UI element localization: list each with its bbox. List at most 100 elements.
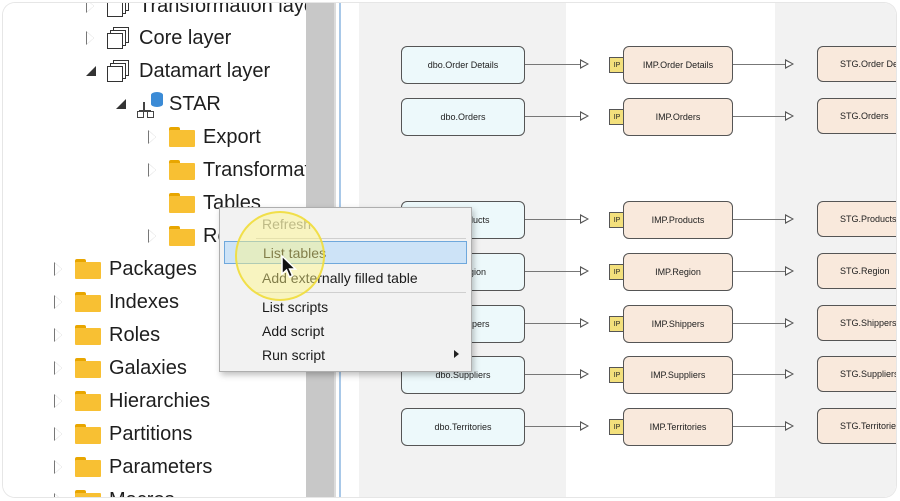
import-table-node[interactable]: IMP.Order Details	[623, 46, 733, 84]
menu-item-label: Refresh	[262, 215, 312, 232]
arrow-head-icon	[785, 421, 794, 431]
lineage-edge	[525, 323, 581, 324]
badge-label: IP	[613, 320, 621, 328]
tree-item-transformations[interactable]: Transformations	[145, 154, 306, 186]
lineage-edge	[733, 374, 785, 375]
arrow-head-icon	[785, 266, 794, 276]
collapsed-arrow-icon[interactable]	[145, 162, 161, 178]
tree-item-partitions[interactable]: Partitions	[51, 418, 192, 450]
source-table-node[interactable]: dbo.Order Details	[401, 46, 525, 84]
tree-item-packages[interactable]: Packages	[51, 253, 197, 285]
tree-item-galaxies[interactable]: Galaxies	[51, 352, 187, 384]
tree-item-label: Hierarchies	[109, 389, 211, 412]
menu-item-list-scripts[interactable]: List scripts	[224, 295, 467, 318]
menu-item-list-tables[interactable]: List tables	[224, 241, 467, 264]
staging-table-node[interactable]: STG.Territories	[817, 408, 896, 444]
source-table-node[interactable]: dbo.Orders	[401, 98, 525, 136]
collapsed-arrow-icon[interactable]	[51, 393, 67, 409]
menu-separator	[256, 238, 466, 239]
arrow-head-icon	[580, 369, 589, 379]
lineage-edge	[525, 271, 581, 272]
menu-item-add-script[interactable]: Add script	[224, 319, 467, 342]
import-table-node[interactable]: IMP.Products	[623, 201, 733, 239]
staging-table-node[interactable]: STG.Products	[817, 201, 896, 237]
tree-item-macros[interactable]: Macros	[51, 484, 175, 497]
node-label: dbo.Order Details	[427, 60, 499, 70]
lineage-edge	[525, 374, 581, 375]
import-table-node[interactable]: IMP.Suppliers	[623, 356, 733, 394]
folder-icon	[75, 490, 101, 497]
tree-item-label: Datamart layer	[139, 59, 271, 82]
source-table-node[interactable]: dbo.Territories	[401, 408, 525, 446]
context-menu: Refresh List tables Add externally fille…	[219, 207, 472, 372]
collapsed-arrow-icon[interactable]	[51, 327, 67, 343]
staging-table-node[interactable]: STG.Region	[817, 253, 896, 289]
expanded-arrow-icon[interactable]	[83, 63, 99, 79]
collapsed-arrow-icon[interactable]	[83, 3, 99, 14]
folder-icon	[169, 193, 195, 213]
arrow-head-icon	[580, 111, 589, 121]
import-table-node[interactable]: IMP.Orders	[623, 98, 733, 136]
folder-icon	[75, 325, 101, 345]
staging-table-node[interactable]: STG.Order Details	[817, 46, 896, 82]
collapsed-arrow-icon[interactable]	[145, 129, 161, 145]
import-table-node[interactable]: IMP.Territories	[623, 408, 733, 446]
tree-item-label: Partitions	[109, 422, 193, 445]
import-table-node[interactable]: IMP.Region	[623, 253, 733, 291]
tree-item-datamart-layer[interactable]: Datamart layer	[83, 55, 270, 87]
badge-label: IP	[613, 113, 621, 121]
import-table-node[interactable]: IMP.Shippers	[623, 305, 733, 343]
menu-item-label: List tables	[263, 244, 327, 261]
badge-label: IP	[613, 423, 621, 431]
arrow-head-icon	[785, 59, 794, 69]
staging-table-node[interactable]: STG.Shippers	[817, 305, 896, 341]
menu-separator	[256, 292, 466, 293]
tree-item-label: Parameters	[109, 455, 213, 478]
node-label: IMP.Region	[655, 267, 701, 277]
lineage-edge	[525, 219, 581, 220]
collapsed-arrow-icon[interactable]	[51, 492, 67, 497]
node-label: dbo.Orders	[440, 112, 486, 122]
staging-table-node[interactable]: STG.Suppliers	[817, 356, 896, 392]
tree-item-label: Indexes	[109, 290, 180, 313]
tree-item-parameters[interactable]: Parameters	[51, 451, 212, 483]
node-label: STG.Territories	[840, 421, 896, 431]
tree-item-transformation-layer[interactable]: Transformation layer	[83, 3, 306, 22]
collapsed-arrow-icon[interactable]	[83, 30, 99, 46]
tree-item-indexes[interactable]: Indexes	[51, 286, 179, 318]
tree-item-label: Core layer	[139, 26, 232, 49]
folder-icon	[75, 259, 101, 279]
collapsed-arrow-icon[interactable]	[51, 426, 67, 442]
folder-icon	[75, 424, 101, 444]
node-label: IMP.Suppliers	[650, 370, 706, 380]
tree-item-label: Transformations	[203, 158, 306, 181]
badge-label: IP	[613, 371, 621, 379]
tree-item-hierarchies[interactable]: Hierarchies	[51, 385, 210, 417]
folder-icon	[75, 457, 101, 477]
collapsed-arrow-icon[interactable]	[51, 459, 67, 475]
collapsed-arrow-icon[interactable]	[145, 228, 161, 244]
tree-item-core-layer[interactable]: Core layer	[83, 22, 231, 54]
folder-icon	[169, 127, 195, 147]
tree-item-label: Export	[203, 125, 261, 148]
node-label: STG.Suppliers	[840, 369, 896, 379]
menu-item-add-externally-filled-table[interactable]: Add externally filled table	[224, 266, 467, 289]
tree-item-export[interactable]: Export	[145, 121, 261, 153]
menu-item-run-script[interactable]: Run script	[224, 343, 467, 366]
node-label: IMP.Products	[651, 215, 705, 225]
tree-item-roles[interactable]: Roles	[51, 319, 160, 351]
lineage-edge	[733, 323, 785, 324]
menu-item-label: List scripts	[262, 298, 329, 315]
folder-icon	[75, 358, 101, 378]
mouse-pointer-icon	[281, 255, 298, 279]
node-label: STG.Orders	[840, 111, 889, 121]
collapsed-arrow-icon[interactable]	[51, 360, 67, 376]
collapsed-arrow-icon[interactable]	[51, 261, 67, 277]
tree-item-star[interactable]: STAR	[113, 88, 221, 120]
menu-item-refresh[interactable]: Refresh	[224, 212, 467, 235]
staging-table-node[interactable]: STG.Orders	[817, 98, 896, 134]
expanded-arrow-icon[interactable]	[113, 96, 129, 112]
lineage-diagram[interactable]: dbo.Order Details IP IMP.Order Details H…	[359, 3, 896, 497]
badge-label: IP	[613, 61, 621, 69]
collapsed-arrow-icon[interactable]	[51, 294, 67, 310]
